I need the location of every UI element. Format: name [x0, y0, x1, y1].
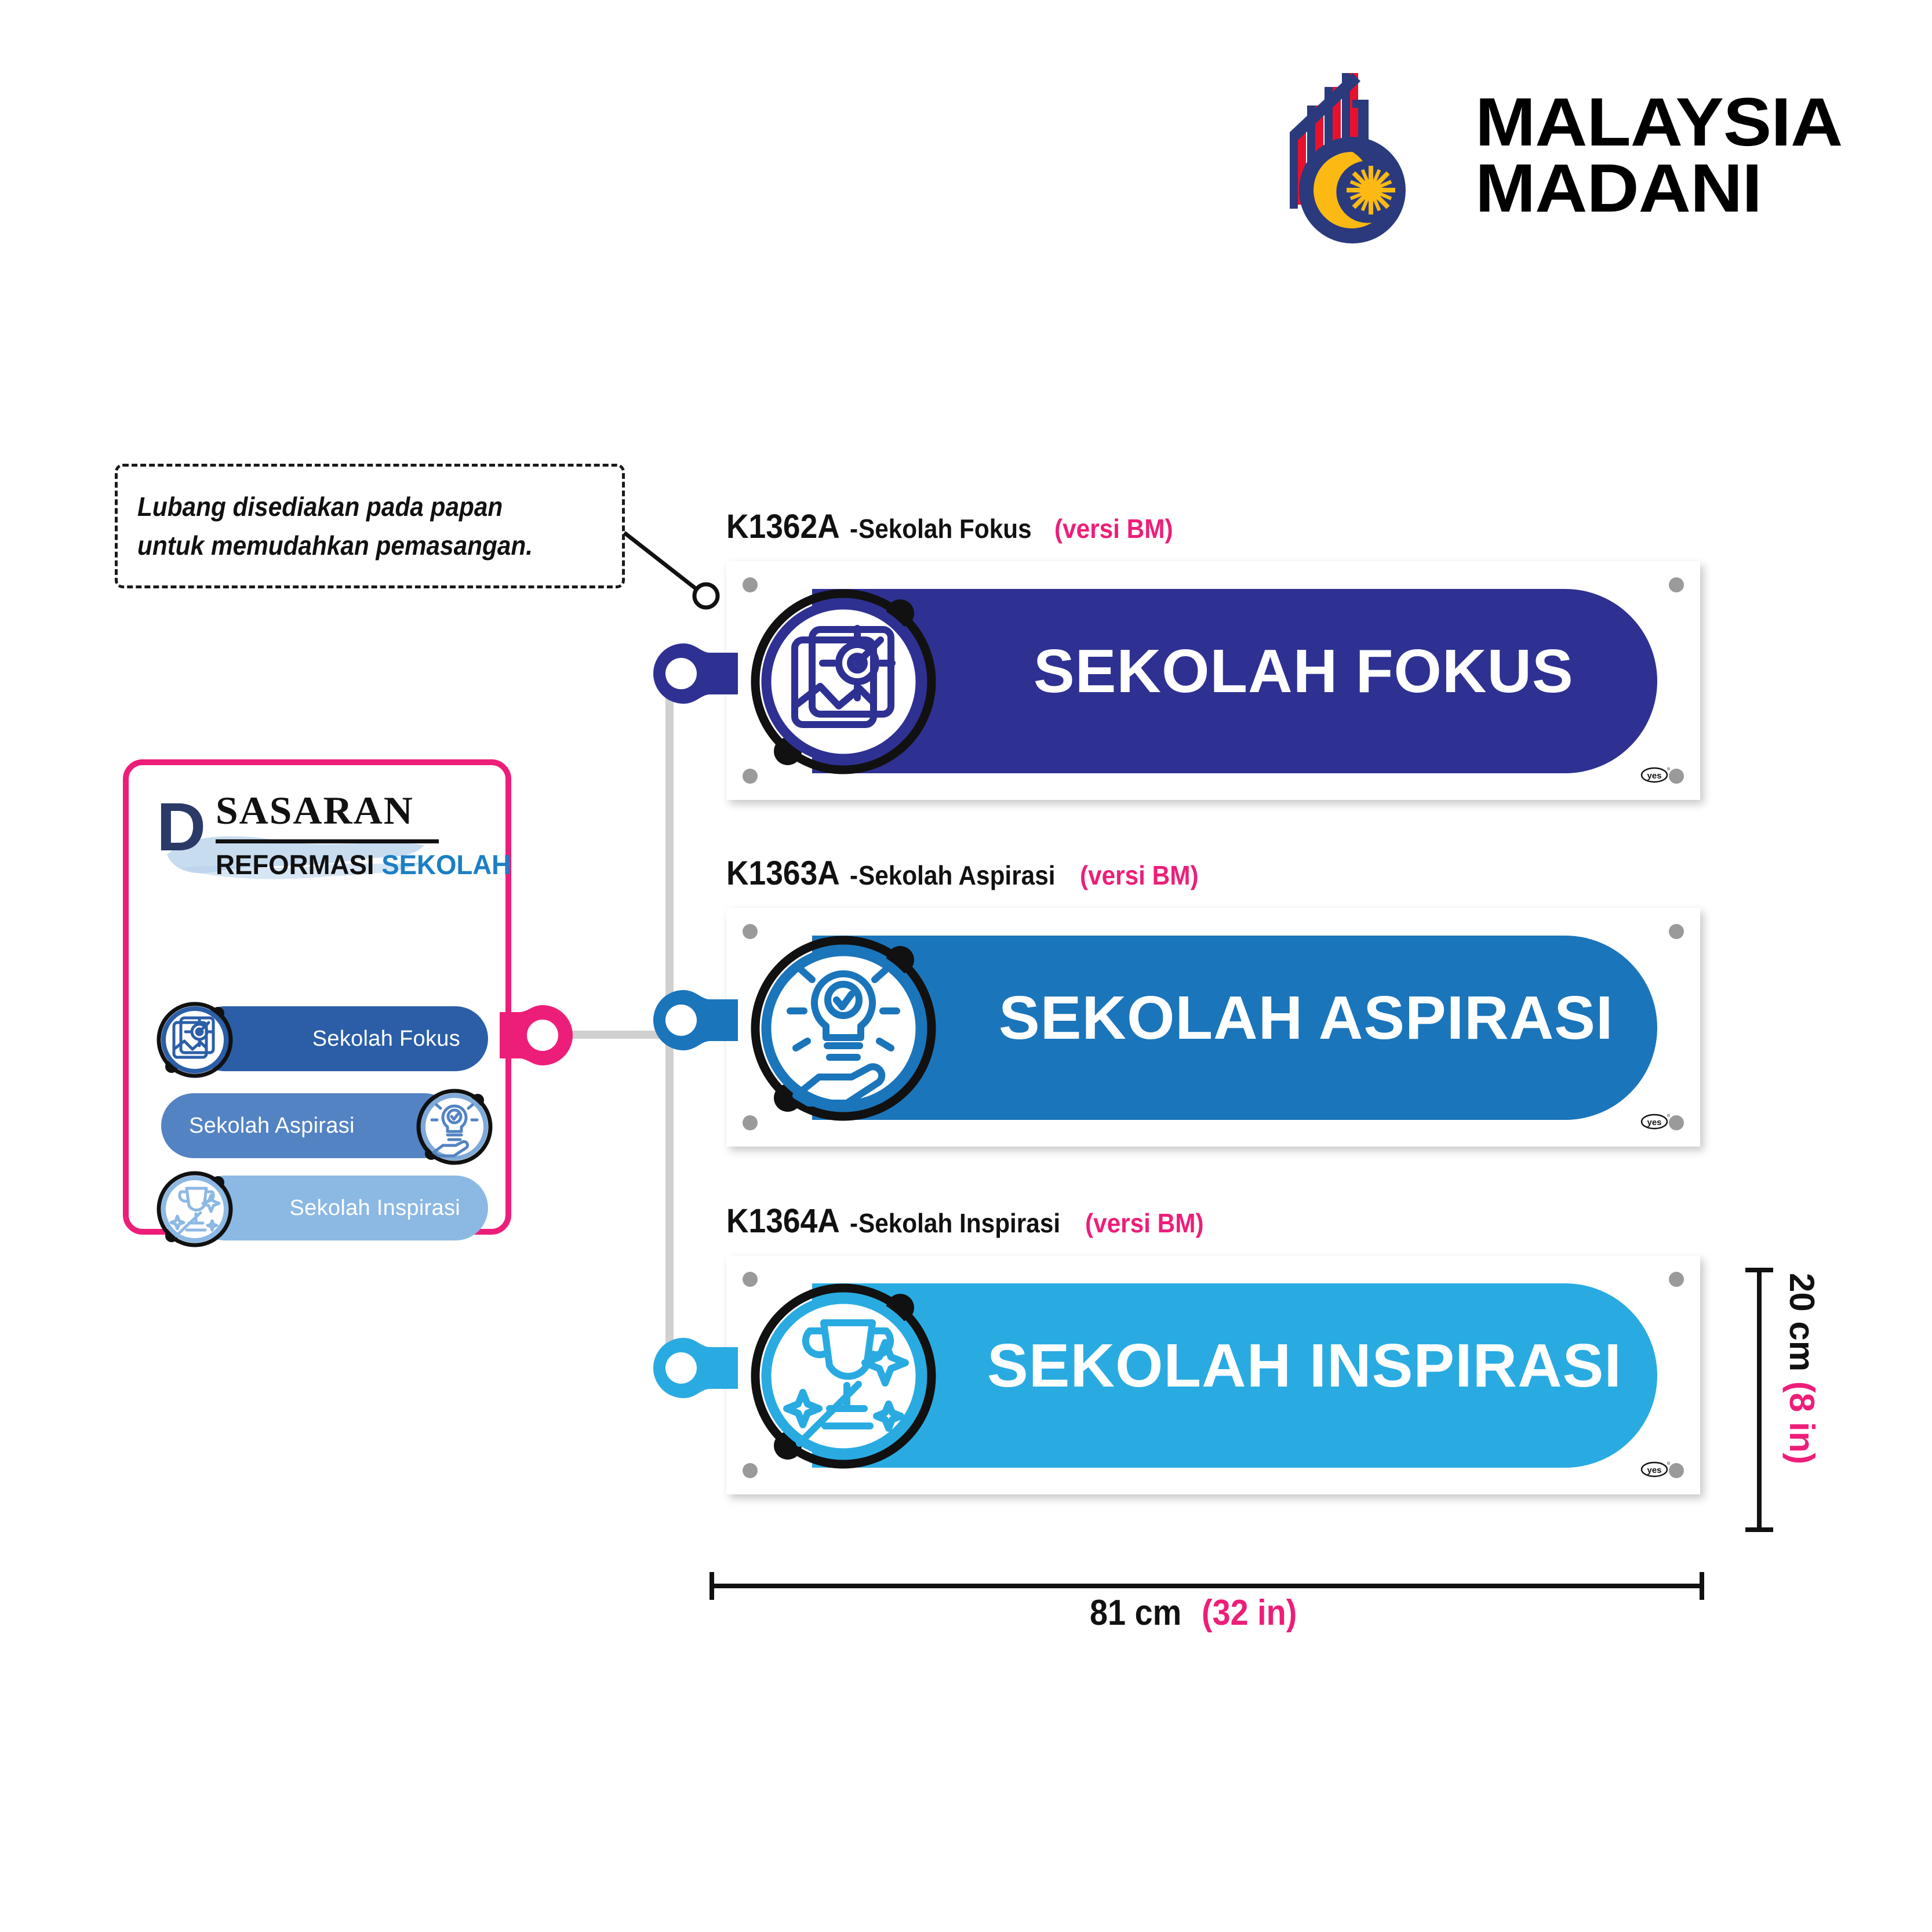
card-pill-row-fokus: Sekolah Fokus [151, 996, 499, 1083]
svg-text:®: ® [1667, 1461, 1671, 1466]
screw-hole [743, 924, 758, 939]
signboard-fokus-colorbar [812, 589, 1657, 773]
trophy-sparkle-icon [751, 1283, 936, 1469]
brush-stroke-decoration [167, 836, 424, 879]
callout-leader-line [623, 531, 720, 610]
sign-sep-aspirasi: - [849, 860, 858, 890]
yes-logo: yes ® [1640, 1114, 1671, 1130]
dimension-width-cm: 81 cm [1090, 1593, 1182, 1633]
signboard-inspirasi-colorbar [812, 1283, 1657, 1468]
card-title-rule [216, 839, 439, 843]
dimension-height-in: (8 in) [1782, 1381, 1821, 1465]
dimension-height-label: 20 cm (8 in) [1782, 1273, 1821, 1528]
card-pill-fokus[interactable]: Sekolah Fokus [192, 1006, 488, 1071]
sign-version-inspirasi: (versi BM) [1085, 1208, 1204, 1238]
target-book-icon [157, 1002, 233, 1078]
target-book-icon [751, 589, 936, 774]
malaysia-madani-logo: MALAYSIA MADANI [1284, 64, 1843, 243]
signboard-aspirasi-text: SEKOLAH ASPIRASI [999, 984, 1614, 1052]
sign-sep-inspirasi: - [849, 1208, 858, 1238]
sign-version-fokus: (versi BM) [1054, 514, 1173, 544]
malaysia-madani-emblem [1290, 73, 1406, 243]
dimension-width-line [710, 1572, 1704, 1600]
connector-sign-fokus [653, 643, 738, 704]
sign-title-inspirasi: K1364A - Sekolah Inspirasi (versi BM) [726, 1205, 1214, 1238]
screw-hole [1669, 577, 1684, 592]
screw-hole [743, 577, 758, 592]
card-title: SASARAN [216, 788, 414, 832]
trophy-sparkle-icon [157, 1171, 233, 1247]
svg-text:®: ® [1667, 767, 1671, 772]
callout-line-2: untuk memudahkan pemasangan. [137, 530, 533, 561]
signboard-inspirasi: SEKOLAH INSPIRASI yes [726, 1256, 1700, 1494]
sign-block-aspirasi: K1363A - Sekolah Aspirasi (versi BM) SEK… [653, 857, 1712, 1158]
screw-hole [743, 769, 758, 784]
dimension-height-line [1745, 1268, 1773, 1532]
dimension-width-label: 81 cm (32 in) [1090, 1595, 1308, 1631]
card-pill-row-inspirasi: Sekolah Inspirasi [151, 1165, 499, 1252]
callout-note: Lubang disediakan pada papan untuk memud… [115, 464, 625, 588]
card-pill-aspirasi-label: Sekolah Aspirasi [189, 1113, 355, 1138]
sign-code-fokus: K1362A [726, 508, 840, 545]
svg-text:®: ® [1667, 1114, 1671, 1118]
lightbulb-hand-icon [751, 936, 936, 1121]
screw-hole [1669, 769, 1684, 784]
screw-hole [743, 1463, 758, 1478]
sign-name-inspirasi: Sekolah Inspirasi [858, 1208, 1061, 1238]
connector-sign-aspirasi [653, 990, 738, 1050]
sign-code-inspirasi: K1364A [726, 1202, 840, 1240]
svg-text:yes: yes [1647, 1118, 1661, 1127]
sign-version-aspirasi: (versi BM) [1079, 860, 1199, 890]
sasaran-reformasi-card: D SASARAN REFORMASI SEKOLAH Sekolah Foku… [123, 759, 511, 1247]
card-subtitle-part2: SEKOLAH [381, 849, 511, 880]
card-pill-row-aspirasi: Sekolah Aspirasi [151, 1083, 499, 1170]
svg-text:yes: yes [1647, 771, 1661, 781]
logo-line-1: MALAYSIA [1475, 83, 1843, 161]
sign-block-inspirasi: K1364A - Sekolah Inspirasi (versi BM) SE… [653, 1205, 1712, 1506]
screw-hole [1669, 924, 1684, 939]
connector-sign-inspirasi [653, 1338, 738, 1398]
sign-sep-fokus: - [849, 514, 858, 544]
signboard-fokus: SEKOLAH FOKUS yes ® [726, 561, 1700, 800]
svg-text:yes: yes [1647, 1465, 1661, 1475]
sign-name-aspirasi: Sekolah Aspirasi [858, 860, 1056, 890]
screw-hole [743, 1115, 758, 1130]
callout-line-1: Lubang disediakan pada papan [137, 491, 503, 522]
sign-name-fokus: Sekolah Fokus [858, 514, 1032, 544]
card-subtitle: REFORMASI SEKOLAH [216, 851, 511, 878]
sign-code-aspirasi: K1363A [726, 854, 840, 892]
connector-card-pink [500, 1005, 573, 1065]
sign-block-fokus: K1362A - Sekolah Fokus (versi BM) SEKOLA… [653, 510, 1712, 812]
screw-hole [1669, 1463, 1684, 1478]
card-pill-inspirasi[interactable]: Sekolah Inspirasi [192, 1176, 488, 1240]
card-pill-aspirasi[interactable]: Sekolah Aspirasi [161, 1093, 457, 1158]
sign-title-fokus: K1362A - Sekolah Fokus (versi BM) [726, 510, 1183, 544]
card-subtitle-part1: REFORMASI [216, 849, 374, 880]
screw-hole [743, 1272, 758, 1287]
signboard-aspirasi-colorbar [812, 936, 1657, 1120]
signboard-fokus-text: SEKOLAH FOKUS [1034, 637, 1574, 705]
signboard-inspirasi-text: SEKOLAH INSPIRASI [987, 1331, 1622, 1400]
sign-title-aspirasi: K1363A - Sekolah Aspirasi (versi BM) [726, 857, 1209, 890]
screw-hole [1669, 1115, 1684, 1130]
dimension-height-cm: 20 cm [1782, 1273, 1821, 1372]
yes-logo: yes ® [1640, 767, 1671, 783]
yes-logo: yes ® [1640, 1461, 1671, 1478]
card-pill-fokus-label: Sekolah Fokus [312, 1026, 460, 1051]
card-pill-inspirasi-label: Sekolah Inspirasi [289, 1195, 460, 1220]
dimension-width-in: (32 in) [1202, 1593, 1297, 1633]
signboard-aspirasi: SEKOLAH ASPIRASI yes ® [726, 908, 1700, 1147]
card-letter-d: D [157, 789, 206, 865]
logo-line-2: MADANI [1475, 150, 1762, 227]
screw-hole [1669, 1272, 1684, 1287]
lightbulb-hand-icon [416, 1089, 493, 1165]
